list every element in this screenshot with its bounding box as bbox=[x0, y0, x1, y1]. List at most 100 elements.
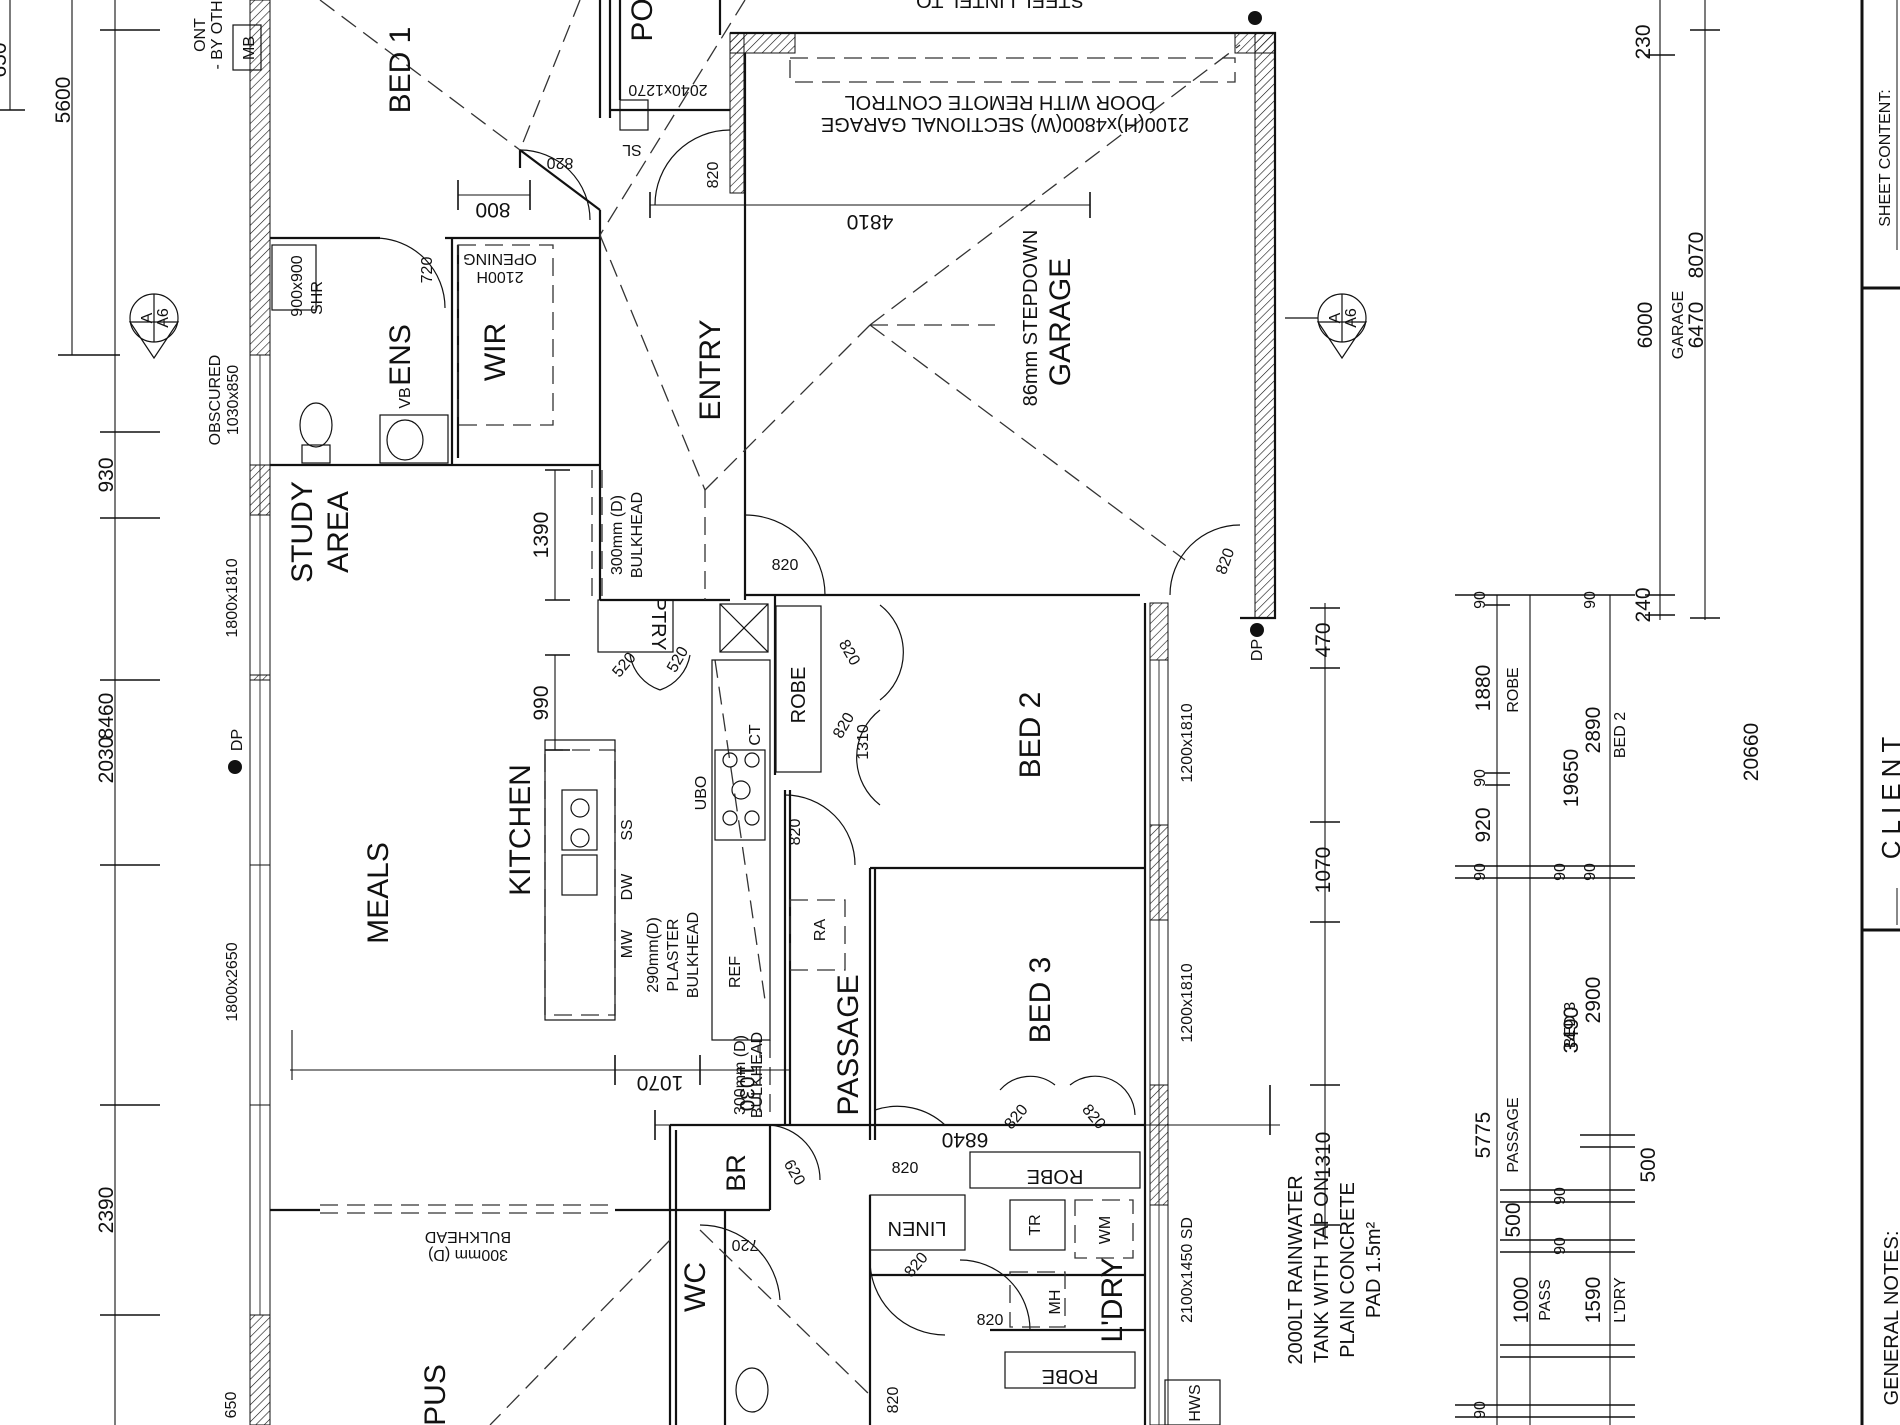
sheet-content-label: SHEET CONTENT: bbox=[1877, 89, 1894, 227]
room-robe-bed2-label: ROBE bbox=[788, 667, 810, 724]
dim-passage-lbl: PASSAGE bbox=[1505, 1097, 1522, 1172]
dim-820-j: 820 bbox=[892, 1160, 919, 1177]
opening-note-1: 2100H bbox=[476, 268, 523, 285]
bulkhead-plaster-note-2: PLASTER bbox=[665, 919, 682, 992]
dim-820-l: 820 bbox=[977, 1312, 1004, 1329]
dp-label-left: DP bbox=[229, 729, 246, 751]
dim-820-h: 820 bbox=[1001, 1101, 1031, 1132]
dim-19650: 19650 bbox=[1560, 749, 1583, 807]
client-label: CLIENT bbox=[1876, 731, 1900, 859]
dim-820-d: 820 bbox=[1213, 546, 1238, 577]
dim-820-f: 820 bbox=[835, 637, 863, 669]
dim-garage-lbl: GARAGE bbox=[1670, 291, 1687, 359]
room-br-label: BR bbox=[721, 1154, 751, 1192]
title-block-text: SHEET CONTENT: CLIENT GENERAL NOTES: bbox=[1876, 89, 1900, 1405]
garage-door-note-1: 2100(H)x4800(W) SECTIONAL GARAGE bbox=[821, 113, 1189, 135]
dim-1590: 1590 bbox=[1582, 1277, 1605, 1324]
dw-label: DW bbox=[619, 873, 636, 901]
dim-8460: 8460 bbox=[95, 693, 118, 740]
window-top-label: 2040x1270 bbox=[628, 81, 707, 98]
mb-label: MB bbox=[241, 36, 258, 60]
external-walls bbox=[249, 0, 1277, 1425]
ss-label: SS bbox=[619, 819, 636, 840]
room-kitchen-label: KITCHEN bbox=[504, 764, 537, 896]
dim-6840: 6840 bbox=[942, 1128, 989, 1151]
dim-90-f: 90 bbox=[1552, 863, 1569, 881]
room-linen-label: LINEN bbox=[888, 1217, 947, 1239]
section-a-left: A bbox=[139, 312, 156, 323]
dim-820-m: 820 bbox=[885, 1387, 902, 1414]
window-right-3-label: 2100x1450 SD bbox=[1179, 1217, 1196, 1323]
dim-500: 500 bbox=[1637, 1147, 1660, 1182]
dim-1070b: 1070 bbox=[1312, 847, 1335, 894]
ra-label: RA bbox=[812, 919, 829, 942]
dim-90-a: 90 bbox=[1472, 591, 1489, 609]
dim-5600: 5600 bbox=[52, 77, 75, 124]
front-note-2: - BY OTH bbox=[209, 0, 226, 69]
dim-bed2-lbl: BED 2 bbox=[1612, 712, 1629, 758]
dim-2390: 2390 bbox=[95, 1187, 118, 1234]
tr-label: TR bbox=[1027, 1214, 1044, 1235]
window-left-2-label: 1800x2650 bbox=[224, 942, 241, 1021]
wm-label: WM bbox=[1097, 1216, 1114, 1244]
dim-470: 470 bbox=[1312, 622, 1335, 657]
room-ens-label: ENS bbox=[384, 324, 417, 386]
ubo-label: UBO bbox=[693, 776, 710, 811]
room-passage-label: PASSAGE bbox=[832, 974, 865, 1115]
dashed-ceiling-lines bbox=[319, 0, 1241, 1425]
section-a6-right: A6 bbox=[1343, 308, 1360, 328]
dim-820-i: 820 bbox=[1078, 1101, 1108, 1132]
dim-2890: 2890 bbox=[1582, 707, 1605, 754]
dim-1310b: 1310 bbox=[1312, 1132, 1335, 1179]
dimension-lines bbox=[0, 0, 1720, 1425]
bulkhead-entry-note-2: BULKHEAD bbox=[629, 492, 646, 578]
dim-650: 650 bbox=[0, 42, 11, 77]
dim-3490: 3490 bbox=[1560, 1007, 1583, 1054]
bulkhead-plaster-note-1: 290mm(D) bbox=[645, 917, 662, 993]
bulkhead-kitchen-note-2: BULKHEAD bbox=[749, 1032, 766, 1118]
dp-label-right: DP bbox=[1249, 639, 1266, 661]
dim-1000: 1000 bbox=[1510, 1277, 1533, 1324]
fixtures bbox=[299, 402, 1221, 1425]
vb-label: VB bbox=[397, 387, 414, 408]
bulkhead-entry-note-1: 300mm (D) bbox=[609, 495, 626, 575]
dim-1880: 1880 bbox=[1472, 665, 1495, 712]
room-study-label-1: STUDY bbox=[286, 481, 319, 583]
window-right-1-label: 1200x1810 bbox=[1179, 703, 1196, 782]
dim-2030: 2030 bbox=[95, 737, 118, 784]
front-note-1: ONT bbox=[192, 18, 209, 52]
dim-820-e: 820 bbox=[787, 819, 804, 846]
dim-1390: 1390 bbox=[530, 512, 553, 559]
mw-label: MW bbox=[619, 929, 636, 958]
opening-note-2: OPENING bbox=[463, 250, 537, 267]
dim-720: 720 bbox=[419, 257, 436, 284]
window-left-1-label: 1800x1810 bbox=[224, 558, 241, 637]
annotations: 2100(H)x4800(W) SECTIONAL GARAGE DOOR WI… bbox=[139, 0, 1385, 1422]
dim-90-c: 90 bbox=[1472, 863, 1489, 881]
room-robe-ldry-label: ROBE bbox=[1042, 1365, 1099, 1387]
dim-990: 990 bbox=[530, 685, 553, 720]
dim-bed3-lbl: BED 3 bbox=[1562, 1002, 1579, 1048]
mh-label: MH bbox=[1047, 1290, 1064, 1315]
room-garage-label: GARAGE bbox=[1044, 258, 1077, 386]
ref-label: REF bbox=[727, 956, 744, 988]
dim-90-d: 90 bbox=[1582, 591, 1599, 609]
hws-label: HWS bbox=[1187, 1384, 1204, 1421]
stepdown-note: 86mm STEPDOWN bbox=[1020, 230, 1042, 407]
tank-note-1: 2000LT RAINWATER bbox=[1285, 1175, 1307, 1364]
dim-820-c: 820 bbox=[772, 557, 799, 574]
bulkhead-kitchen-note-1: 300mm (D) bbox=[732, 1035, 749, 1115]
dim-90-h: 90 bbox=[1552, 1237, 1569, 1255]
dim-90-g: 90 bbox=[1552, 1187, 1569, 1205]
dim-500b: 500 bbox=[1502, 1202, 1525, 1237]
tank-note-4: PAD 1.5m² bbox=[1363, 1222, 1385, 1319]
dim-520-a: 520 bbox=[609, 649, 639, 680]
room-ldry-label: L'DRY bbox=[1096, 1257, 1129, 1342]
dim-20660: 20660 bbox=[1740, 723, 1763, 781]
room-entry-label: ENTRY bbox=[694, 319, 727, 420]
dim-920: 920 bbox=[1472, 807, 1495, 842]
dim-6470: 6470 bbox=[1685, 302, 1708, 349]
dim-1310: 1310 bbox=[855, 724, 872, 760]
dim-1030: 1030 bbox=[735, 1065, 758, 1112]
dim-8070: 8070 bbox=[1685, 232, 1708, 279]
